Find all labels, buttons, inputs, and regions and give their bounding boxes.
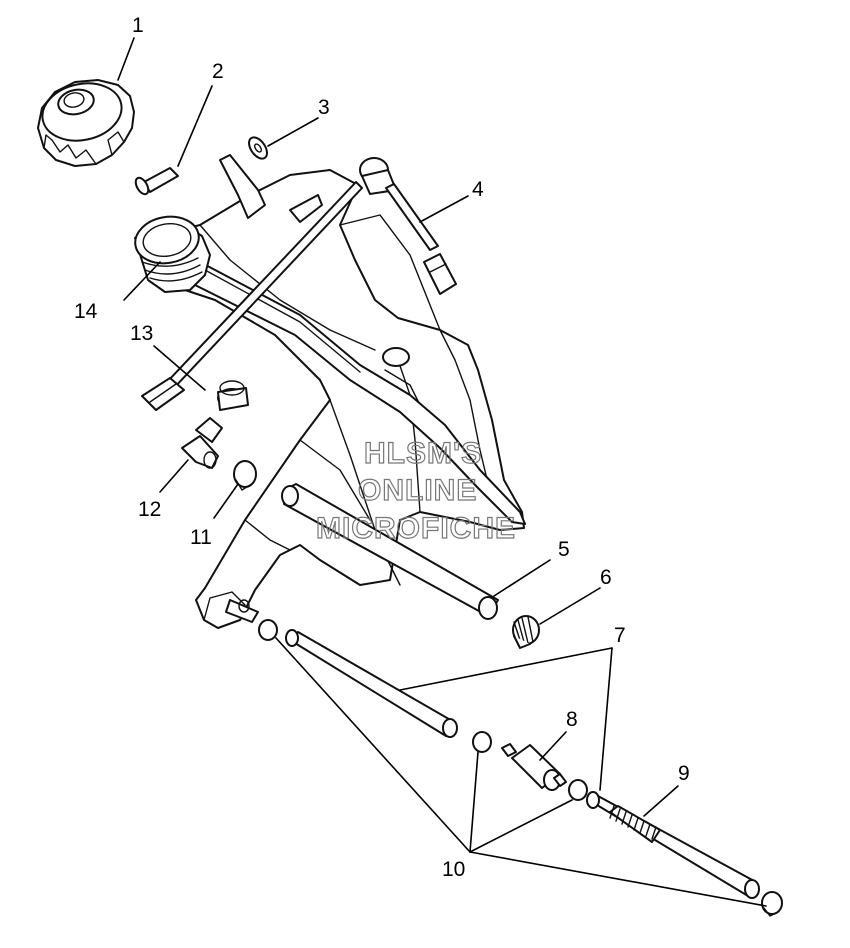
grommet — [217, 380, 249, 411]
callout-12: 12 — [138, 498, 161, 521]
callout-5: 5 — [558, 538, 570, 561]
fuel-cap — [37, 79, 135, 167]
hose — [281, 483, 499, 620]
callout-14: 14 — [74, 300, 98, 323]
callout-10: 10 — [442, 858, 465, 881]
callout-4: 4 — [472, 178, 484, 201]
vent-line-with-filter — [141, 157, 457, 411]
callout-13: 13 — [130, 322, 153, 345]
callout-11: 11 — [190, 526, 212, 549]
watermark-line-2: ONLINE — [358, 474, 477, 507]
callout-6: 6 — [600, 566, 612, 589]
washer — [248, 136, 268, 160]
watermark-line-3: MICROFICHE — [316, 512, 516, 545]
watermark-line-1: HLSM'S — [364, 437, 482, 470]
fuel-line-with-spring-guard — [586, 791, 760, 899]
fuel-tank — [134, 154, 526, 629]
callout-3: 3 — [318, 96, 330, 119]
hose-clamps — [472, 731, 783, 917]
elbow-fitting — [181, 417, 223, 469]
pin — [134, 167, 179, 196]
in-line-fuel-filter — [501, 743, 567, 791]
leader-lines — [117, 37, 767, 907]
callout-7: 7 — [614, 624, 626, 647]
tank-outlet-fitting — [225, 599, 278, 641]
callout-8: 8 — [566, 708, 578, 731]
watermark: HLSM'S ONLINE MICROFICHE — [315, 436, 516, 545]
callout-9: 9 — [678, 762, 690, 785]
callout-1: 1 — [132, 14, 144, 37]
callout-2: 2 — [212, 60, 224, 83]
hose-clamp-6 — [512, 615, 540, 649]
callout-labels: 1 2 3 4 5 6 7 8 9 10 11 12 13 14 — [74, 14, 690, 881]
fuel-hose — [285, 629, 458, 738]
